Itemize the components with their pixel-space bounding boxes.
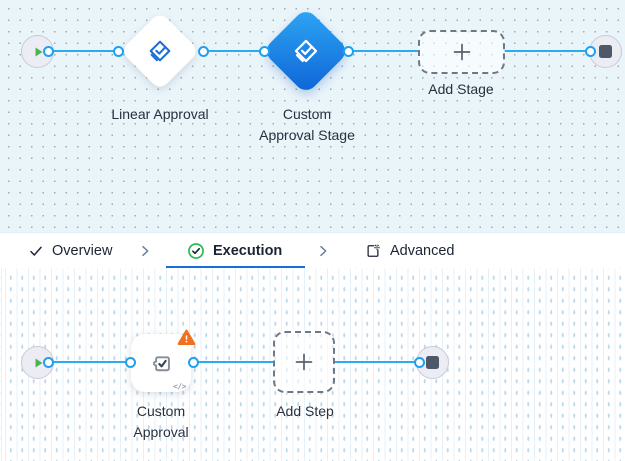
- stop-icon: [426, 356, 439, 369]
- connector-port[interactable]: [112, 45, 124, 57]
- custom-approval-stage-node[interactable]: [262, 7, 350, 95]
- check-circle-icon: [187, 242, 205, 260]
- connector-port[interactable]: [187, 356, 199, 368]
- connector-port[interactable]: [413, 356, 425, 368]
- tab-advanced[interactable]: Advanced: [364, 233, 455, 269]
- puzzle-check-icon: [148, 350, 175, 377]
- edge-line: [192, 360, 274, 364]
- chevron-right-icon: [315, 233, 331, 269]
- stage-canvas[interactable]: Linear Approval Custom Approval Stage Ad…: [0, 0, 625, 232]
- code-badge: </>: [173, 382, 186, 391]
- check-icon: [28, 243, 44, 259]
- edge-line: [504, 49, 591, 53]
- plus-icon: [294, 352, 314, 372]
- linear-approval-node[interactable]: [120, 11, 200, 91]
- add-step-button[interactable]: [273, 331, 335, 393]
- diamond-check-icon: [147, 38, 173, 64]
- stop-icon: [599, 45, 612, 58]
- diamond-check-icon: [292, 37, 320, 65]
- connector-port[interactable]: [584, 45, 596, 57]
- custom-approval-node[interactable]: </>: [131, 329, 196, 392]
- node-label: Add Step: [276, 403, 334, 419]
- edge-line: [202, 49, 266, 53]
- connector-port[interactable]: [42, 45, 54, 57]
- edge-line: [46, 49, 120, 53]
- node-label: Linear Approval: [111, 106, 209, 122]
- connector-port[interactable]: [342, 45, 354, 57]
- chevron-right-icon: [137, 233, 153, 269]
- connector-port[interactable]: [258, 45, 270, 57]
- add-stage-button[interactable]: [418, 30, 505, 74]
- warning-triangle-icon: [177, 328, 196, 347]
- page-gear-icon: [364, 242, 382, 260]
- plus-icon: [452, 42, 472, 62]
- connector-port[interactable]: [42, 356, 54, 368]
- node-label: Custom Approval Stage: [259, 106, 355, 143]
- tab-overview[interactable]: Overview: [28, 233, 112, 269]
- connector-port[interactable]: [197, 45, 209, 57]
- node-label: Add Stage: [428, 81, 494, 97]
- play-icon: [30, 44, 46, 60]
- wizard-tabs: Overview Execution Advanced: [0, 232, 625, 269]
- node-label: Custom Approval: [133, 403, 189, 440]
- tab-label: Advanced: [390, 243, 455, 259]
- edge-line: [46, 360, 131, 364]
- play-icon: [30, 355, 46, 371]
- tab-execution[interactable]: Execution: [187, 233, 282, 269]
- edge-line: [347, 49, 420, 53]
- tab-label: Execution: [213, 243, 283, 259]
- active-tab-underline: [166, 266, 305, 269]
- tab-label: Overview: [52, 243, 113, 259]
- connector-port[interactable]: [124, 356, 136, 368]
- edge-line: [334, 360, 420, 364]
